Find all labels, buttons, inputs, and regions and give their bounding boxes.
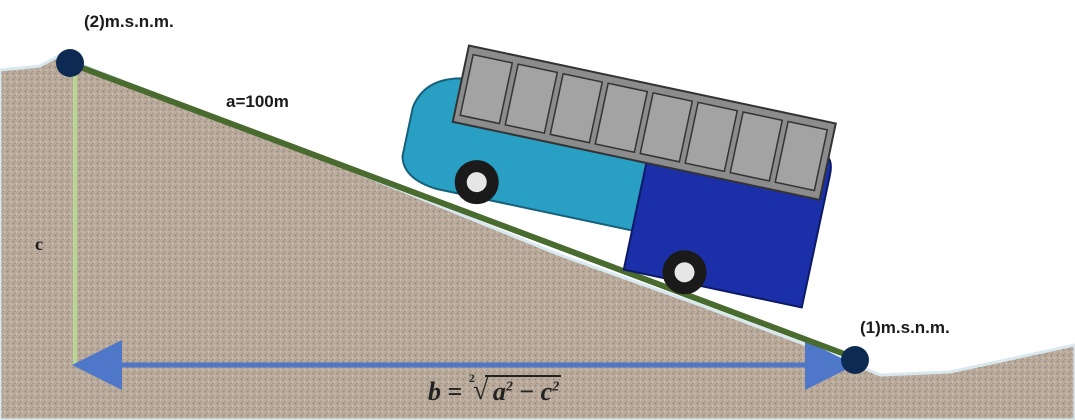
formula-term-c: c — [540, 377, 553, 406]
bus-front-wheel — [454, 160, 499, 205]
formula-term-a: a — [492, 377, 506, 406]
radical-sign-icon: √ — [472, 375, 489, 406]
point-2-marker — [56, 49, 84, 77]
point-1-marker — [841, 346, 869, 374]
formula-b: b = 2 √ a2 − c2 — [428, 371, 562, 407]
formula-lhs: b — [428, 377, 441, 406]
formula-equals: = — [447, 377, 463, 406]
vertical-leg-label: c — [35, 234, 43, 254]
bus-rear-wheel — [662, 250, 707, 295]
formula-root: 2 √ a2 − c2 — [469, 371, 562, 407]
bus-windows — [459, 53, 829, 192]
bus — [401, 44, 837, 309]
point-2-label: (2)m.s.n.m. — [84, 12, 174, 31]
formula-root-index: 2 — [468, 371, 475, 385]
formula-exp-a: 2 — [505, 379, 513, 395]
formula-radicand: a2 − c2 — [484, 375, 562, 406]
formula-exp-c: 2 — [552, 379, 560, 395]
point-1-label: (1)m.s.n.m. — [860, 318, 950, 337]
hypotenuse-a — [70, 61, 857, 361]
formula-minus: − — [519, 377, 535, 406]
hypotenuse-label: a=100m — [226, 92, 289, 111]
